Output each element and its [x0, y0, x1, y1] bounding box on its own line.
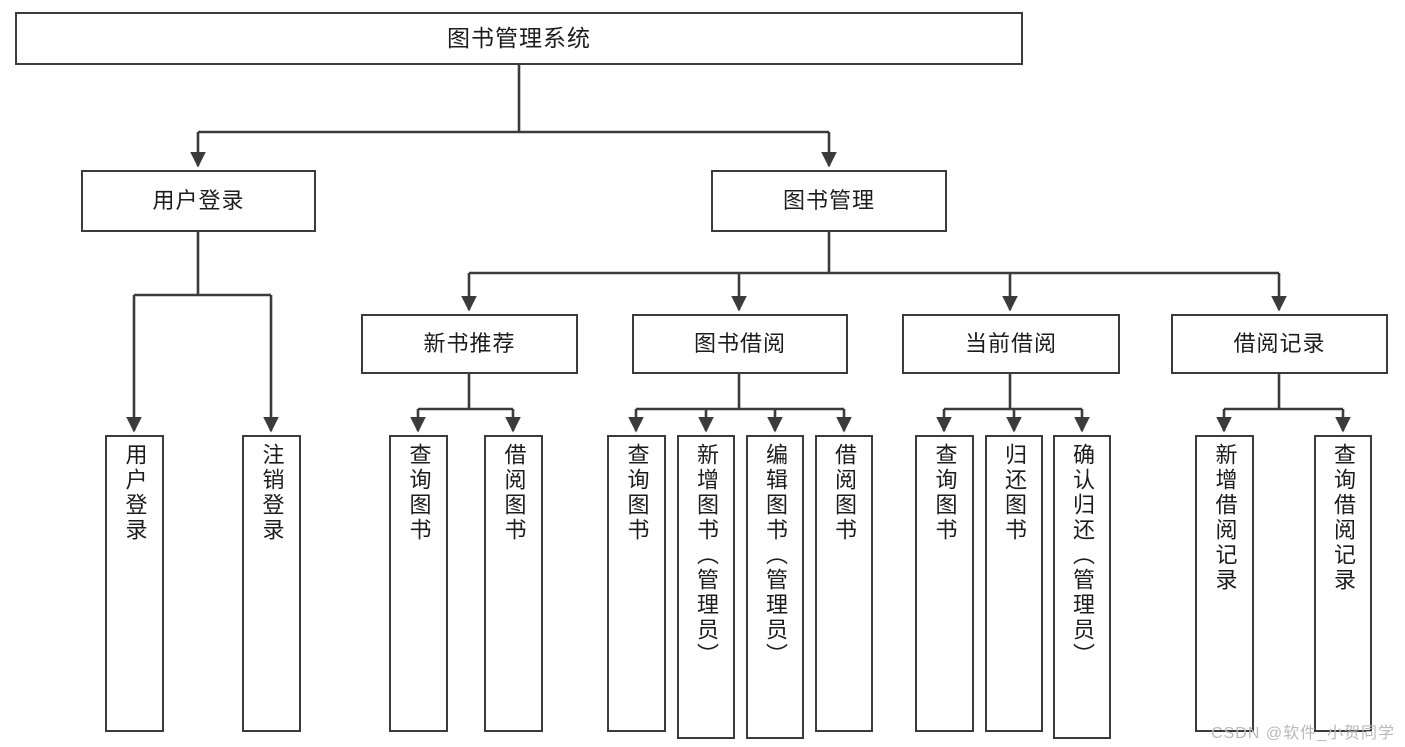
leaf-label: 归还图书 [1001, 443, 1027, 543]
leaf-new-book-borrow[interactable]: 借阅图书 [484, 435, 543, 732]
leaf-label: 用户登录 [122, 443, 148, 543]
node-root[interactable]: 图书管理系统 [15, 12, 1023, 65]
leaf-user-login-login[interactable]: 用户登录 [105, 435, 164, 732]
node-root-label: 图书管理系统 [447, 24, 591, 51]
leaf-borrow-record-query[interactable]: 查询借阅记录 [1314, 435, 1372, 732]
node-new-book-label: 新书推荐 [423, 330, 516, 356]
leaf-book-borrow-borrow[interactable]: 借阅图书 [815, 435, 873, 732]
leaf-current-borrow-confirm[interactable]: 确认归还（管理员） [1053, 435, 1111, 739]
leaf-label: 查询图书 [624, 443, 650, 543]
node-borrow-record-label: 借阅记录 [1233, 330, 1326, 356]
leaf-user-login-logout[interactable]: 注销登录 [242, 435, 301, 732]
node-book-manage[interactable]: 图书管理 [711, 170, 947, 232]
leaf-current-borrow-return[interactable]: 归还图书 [985, 435, 1043, 732]
leaf-new-book-query[interactable]: 查询图书 [389, 435, 448, 732]
watermark: CSDN @软件_小贺同学 [1211, 725, 1395, 742]
leaf-book-borrow-query[interactable]: 查询图书 [607, 435, 666, 732]
leaf-label: 借阅图书 [501, 443, 527, 543]
leaf-label: 编辑图书（管理员） [762, 443, 788, 668]
node-current-borrow[interactable]: 当前借阅 [902, 314, 1120, 374]
leaf-current-borrow-query[interactable]: 查询图书 [915, 435, 974, 732]
node-book-manage-label: 图书管理 [782, 187, 875, 213]
leaf-label: 借阅图书 [831, 443, 857, 543]
leaf-label: 注销登录 [259, 443, 285, 543]
node-current-borrow-label: 当前借阅 [964, 330, 1057, 356]
leaf-label: 查询借阅记录 [1330, 443, 1356, 593]
leaf-label: 新增借阅记录 [1212, 443, 1238, 593]
node-book-borrow[interactable]: 图书借阅 [632, 314, 848, 374]
leaf-borrow-record-add[interactable]: 新增借阅记录 [1195, 435, 1254, 732]
leaf-label: 查询图书 [932, 443, 958, 543]
node-book-borrow-label: 图书借阅 [693, 330, 786, 356]
leaf-book-borrow-edit[interactable]: 编辑图书（管理员） [746, 435, 804, 739]
node-user-login-label: 用户登录 [152, 187, 245, 213]
leaf-label: 查询图书 [406, 443, 432, 543]
leaf-label: 新增图书（管理员） [693, 443, 719, 668]
leaf-book-borrow-add[interactable]: 新增图书（管理员） [677, 435, 735, 739]
node-new-book[interactable]: 新书推荐 [361, 314, 578, 374]
node-user-login[interactable]: 用户登录 [81, 170, 316, 232]
leaf-label: 确认归还（管理员） [1069, 443, 1095, 668]
node-borrow-record[interactable]: 借阅记录 [1171, 314, 1388, 374]
